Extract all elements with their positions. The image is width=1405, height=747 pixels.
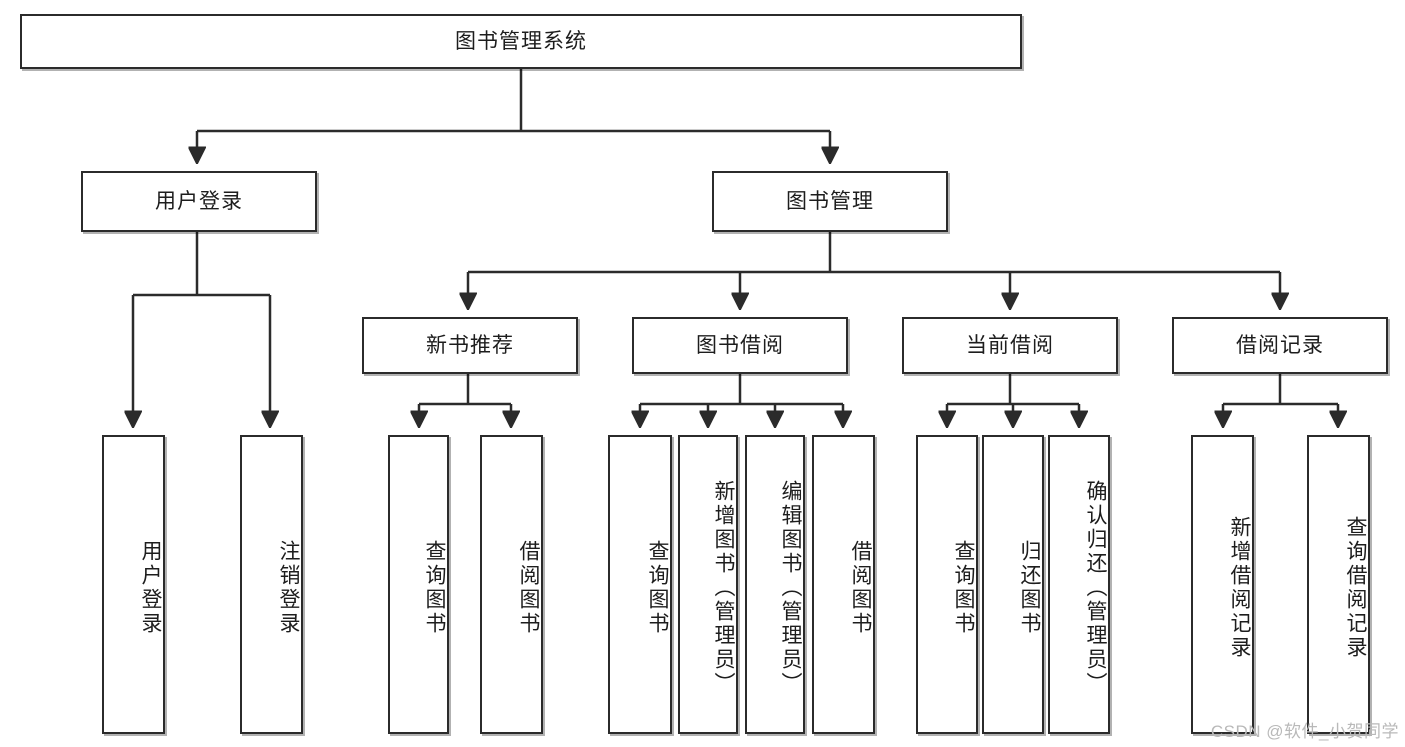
- node-label: 新增图书（管理员）: [712, 479, 735, 696]
- leaf-user-login-logout[interactable]: 注销登录: [240, 435, 303, 734]
- node-label: 新书推荐: [426, 333, 514, 357]
- node-label: 借阅记录: [1236, 333, 1324, 357]
- leaf-borrow-query-book[interactable]: 查询图书: [608, 435, 672, 734]
- node-label: 图书借阅: [696, 333, 784, 357]
- node-new-book-recommend[interactable]: 新书推荐: [362, 317, 578, 374]
- leaf-record-add-record[interactable]: 新增借阅记录: [1191, 435, 1254, 734]
- leaf-current-return-book[interactable]: 归还图书: [982, 435, 1044, 734]
- leaf-user-login-login[interactable]: 用户登录: [102, 435, 165, 734]
- node-label: 图书管理系统: [455, 29, 587, 53]
- node-borrow-record[interactable]: 借阅记录: [1172, 317, 1388, 374]
- node-label: 用户登录: [139, 539, 162, 636]
- node-label: 当前借阅: [966, 333, 1054, 357]
- leaf-current-confirm-return-admin[interactable]: 确认归还（管理员）: [1048, 435, 1110, 734]
- node-book-management[interactable]: 图书管理: [712, 171, 948, 232]
- node-label: 图书管理: [786, 189, 874, 213]
- node-label: 编辑图书（管理员）: [779, 479, 802, 696]
- leaf-record-query-record[interactable]: 查询借阅记录: [1307, 435, 1370, 734]
- leaf-borrow-borrow-book[interactable]: 借阅图书: [812, 435, 875, 734]
- leaf-new-book-borrow-book[interactable]: 借阅图书: [480, 435, 543, 734]
- node-label: 新增借阅记录: [1228, 515, 1251, 660]
- leaf-new-book-query-book[interactable]: 查询图书: [388, 435, 449, 734]
- node-label: 注销登录: [277, 539, 300, 636]
- node-label: 查询图书: [423, 539, 446, 636]
- node-label: 查询图书: [952, 539, 975, 636]
- node-label: 用户登录: [155, 189, 243, 213]
- node-book-borrow[interactable]: 图书借阅: [632, 317, 848, 374]
- leaf-borrow-edit-book-admin[interactable]: 编辑图书（管理员）: [745, 435, 805, 734]
- csdn-watermark: CSDN @软件_小贺同学: [1210, 722, 1399, 741]
- node-current-borrow[interactable]: 当前借阅: [902, 317, 1118, 374]
- leaf-current-query-book[interactable]: 查询图书: [916, 435, 978, 734]
- node-user-login[interactable]: 用户登录: [81, 171, 317, 232]
- node-label: 查询借阅记录: [1344, 515, 1367, 660]
- node-label: 借阅图书: [849, 539, 872, 636]
- leaf-borrow-add-book-admin[interactable]: 新增图书（管理员）: [678, 435, 738, 734]
- node-label: 确认归还（管理员）: [1084, 479, 1107, 696]
- node-label: 归还图书: [1018, 539, 1041, 636]
- node-root-book-management-system[interactable]: 图书管理系统: [20, 14, 1022, 69]
- node-label: 借阅图书: [517, 539, 540, 636]
- node-label: 查询图书: [646, 539, 669, 636]
